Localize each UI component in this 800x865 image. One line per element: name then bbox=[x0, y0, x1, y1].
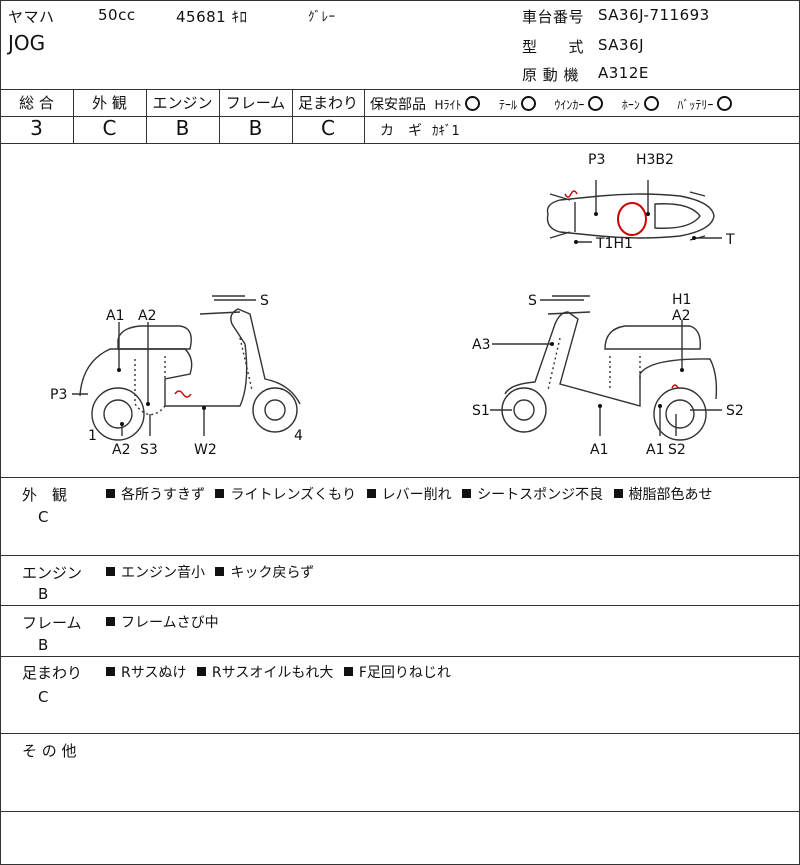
remark-suspension-grade: C bbox=[38, 688, 49, 706]
displacement: 50cc bbox=[98, 6, 136, 24]
bullet-icon bbox=[215, 489, 225, 498]
diagram-label: S2 bbox=[726, 403, 744, 419]
ok-circle-icon bbox=[717, 96, 733, 111]
remark-frame-label: フレーム bbox=[22, 614, 82, 632]
bullet-icon bbox=[215, 567, 225, 576]
remark-item: 樹脂部色あせ bbox=[628, 487, 713, 503]
bullet-icon bbox=[196, 667, 206, 676]
diagram-label: A3 bbox=[472, 337, 490, 353]
chassis-value: SA36J-711693 bbox=[598, 6, 710, 24]
maker: ヤマハ bbox=[8, 8, 55, 26]
diagram-label: W2 bbox=[194, 442, 217, 458]
diagram-label: A1 bbox=[590, 442, 608, 458]
diagram-label: A2 bbox=[138, 308, 156, 324]
diagram-label: T1H1 bbox=[595, 236, 633, 252]
diagram-label: 4 bbox=[294, 428, 303, 444]
bullet-icon bbox=[106, 489, 115, 498]
diagram-label: P3 bbox=[50, 387, 67, 403]
remark-engine-grade: B bbox=[38, 585, 49, 603]
remark-item: Rサスオイルもれ大 bbox=[211, 665, 334, 681]
diagram-label: H3B2 bbox=[636, 152, 674, 168]
left-view-scooter bbox=[79, 295, 301, 441]
key-label: カ ギ bbox=[380, 123, 422, 139]
grade-exterior-value: C bbox=[102, 116, 117, 140]
remark-other-label: そ の 他 bbox=[22, 742, 77, 760]
grade-frame-label: フレーム bbox=[225, 94, 286, 112]
type-label: 型 式 bbox=[522, 38, 585, 56]
diagram-label: T bbox=[725, 232, 735, 248]
bullet-icon bbox=[106, 567, 115, 576]
remark-item: ライトレンズくもり bbox=[230, 487, 357, 503]
engine-model-label: 原 動 機 bbox=[522, 66, 580, 84]
remark-item: フレームさび中 bbox=[121, 615, 219, 631]
bullet-icon bbox=[462, 489, 472, 498]
ok-circle-icon bbox=[643, 96, 659, 111]
bullet-icon bbox=[366, 489, 376, 498]
diagram-label: A2 bbox=[672, 308, 690, 324]
bullet-icon bbox=[343, 667, 353, 676]
remark-item: レバー削れ bbox=[381, 487, 452, 503]
diagram-label: P3 bbox=[588, 152, 605, 168]
ok-circle-icon bbox=[465, 96, 481, 111]
bullet-icon bbox=[106, 617, 115, 626]
remark-exterior-items: 各所うすきず ライトレンズくもり レバー削れ シートスポンジ不良 樹脂部色あせ bbox=[106, 484, 713, 504]
remark-engine-items: エンジン音小 キック戻らず bbox=[106, 562, 314, 582]
grade-frame-value: B bbox=[248, 116, 263, 140]
key-value: ｶｷﾞ1 bbox=[432, 124, 460, 139]
diagram-label: 1 bbox=[88, 428, 97, 444]
safety-battery: ﾊﾞｯﾃﾘｰ bbox=[677, 98, 714, 112]
diagram-label: S2 bbox=[668, 442, 686, 458]
remark-item: シートスポンジ不良 bbox=[477, 487, 604, 503]
grade-exterior-label: 外 観 bbox=[92, 94, 127, 112]
grade-overall-value: 3 bbox=[30, 116, 43, 140]
grade-suspension-label: 足まわり bbox=[297, 94, 358, 112]
mileage: 45681 ｷﾛ bbox=[176, 8, 248, 26]
diagram-label: S3 bbox=[140, 442, 158, 458]
safety-label: 保安部品 bbox=[370, 97, 426, 113]
grade-engine-value: B bbox=[175, 116, 190, 140]
bullet-icon bbox=[613, 489, 623, 498]
diagram-label: A2 bbox=[112, 442, 130, 458]
remark-item: 各所うすきず bbox=[121, 487, 205, 503]
diagram-label: A1 bbox=[646, 442, 664, 458]
ok-circle-icon bbox=[520, 96, 536, 111]
remark-engine-label: エンジン bbox=[22, 564, 83, 582]
top-view-scooter bbox=[546, 190, 715, 241]
remark-exterior-label: 外 観 bbox=[22, 486, 68, 504]
remark-frame-items: フレームさび中 bbox=[106, 612, 219, 632]
safety-tail: ﾃｰﾙ bbox=[498, 98, 517, 112]
diagram-label: H1 bbox=[672, 292, 691, 308]
remark-item: エンジン音小 bbox=[121, 565, 205, 581]
engine-model-value: A312E bbox=[598, 64, 649, 82]
diagram-label: S bbox=[528, 293, 537, 309]
grade-engine-label: エンジン bbox=[152, 94, 213, 112]
grade-overall-label: 総 合 bbox=[19, 94, 54, 112]
remark-suspension-label: 足まわり bbox=[22, 664, 83, 682]
remark-frame-grade: B bbox=[38, 636, 49, 654]
safety-winker: ｳｲﾝｶｰ bbox=[554, 98, 585, 112]
safety-parts-row: 保安部品 Hﾗｲﾄ ﾃｰﾙ ｳｲﾝｶｰ ﾎｰﾝ ﾊﾞｯﾃﾘｰ bbox=[370, 94, 733, 114]
remark-exterior-grade: C bbox=[38, 508, 49, 526]
grade-suspension-value: C bbox=[321, 116, 335, 140]
type-value: SA36J bbox=[598, 36, 645, 54]
leader-lines bbox=[72, 180, 722, 436]
bullet-icon bbox=[106, 667, 115, 676]
remark-item: F足回りねじれ bbox=[358, 665, 451, 681]
diagram-label: S1 bbox=[472, 403, 490, 419]
damage-diagram: P3 H3B2 T1H1 T S A1 A2 P3 1 A2 S3 W2 4 S… bbox=[50, 152, 744, 458]
remark-suspension-items: Rサスぬけ Rサスオイルもれ大 F足回りねじれ bbox=[106, 662, 451, 682]
diagram-label: S bbox=[260, 293, 269, 309]
chassis-label: 車台番号 bbox=[522, 8, 585, 26]
safety-headlight: Hﾗｲﾄ bbox=[434, 98, 462, 112]
remark-item: キック戻らず bbox=[230, 565, 315, 581]
model-name: JOG bbox=[8, 31, 46, 55]
ok-circle-icon bbox=[588, 96, 604, 111]
color: ｸﾞﾚｰ bbox=[308, 10, 336, 25]
safety-horn: ﾎｰﾝ bbox=[621, 98, 640, 112]
remark-item: Rサスぬけ bbox=[121, 665, 187, 681]
diagram-label: A1 bbox=[106, 308, 124, 324]
